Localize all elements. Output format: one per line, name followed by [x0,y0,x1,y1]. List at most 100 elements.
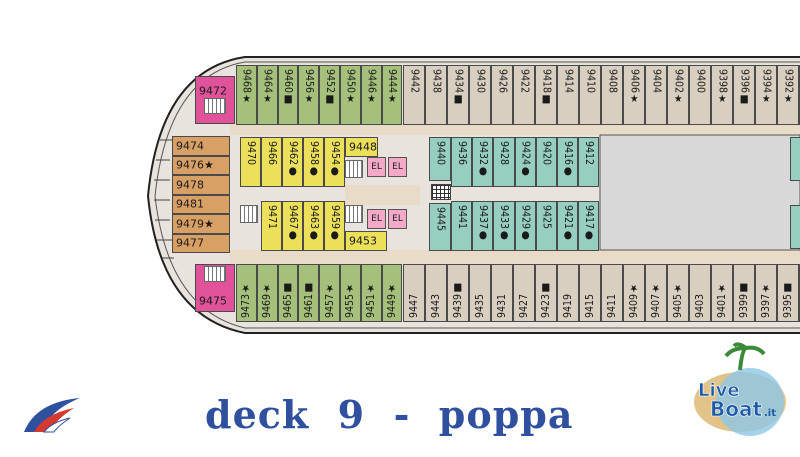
cabin-bottom-tan: 9427 [513,264,535,322]
cabin-inner-yellow: 9454● [324,137,345,187]
cabin-inner-yellow: 9463● [303,201,324,251]
cabin-aft-orange: 9474 [172,136,230,156]
watermark-live: Live [698,380,740,401]
cabin-top-tan: 9398★ [711,65,733,125]
cabin-number: 9461■ [302,281,315,318]
cabin-number: 9453 [349,234,377,248]
cabin-top-tan: 9442 [403,65,425,125]
cabin-inner-yellow: 9470 [240,137,261,187]
cabin-top-green: 9468★ [236,65,257,125]
cabin-number: 9433● [498,205,511,242]
cabin-teal: 9416● [557,137,579,187]
cabin-teal-partial [790,137,800,181]
cabin-bottom-green: 9451★ [360,264,382,322]
cabin-number: 9439■ [451,281,464,318]
cabin-bottom-tan: 9399■ [733,264,755,322]
cabin-top-tan: 9396■ [733,65,755,125]
cabin-top-tan: 9402★ [667,65,689,125]
cabin-number: 9426 [496,69,509,94]
stair-icon [345,160,363,178]
cabin-number: 9435 [473,293,486,318]
cabin-number: 9442 [408,69,421,94]
cabin-number: 9449★ [385,281,398,318]
cabin-number: 9481 [176,197,204,211]
cabin-number: 9397★ [759,281,772,318]
cabin-number: 9395■ [781,281,794,318]
cabin-number: 9452■ [323,69,336,106]
cabin-bottom-tan: 9439■ [447,264,469,322]
cabin-number: 9411 [605,293,618,318]
cabin-bottom-green: 9455★ [340,264,361,322]
cabin-number: 9407★ [649,281,662,318]
cabin-teal: 9440 [429,137,451,181]
cabin-bottom-tan: 9407★ [645,264,667,322]
cabin-top-tan: 9414 [557,65,579,125]
cabin-inner-yellow: 9453 [345,231,387,251]
cabin-bottom-tan: 9431 [491,264,513,322]
cabin-teal: 9421● [557,201,579,251]
cabin-number: 9428 [498,141,511,166]
cabin-number: 9417● [583,205,596,242]
cabin-number: 9444★ [386,69,399,106]
cabin-number: 9458● [307,141,320,178]
cabin-inner-yellow: 9448 [345,137,378,157]
cabin-number: 9422 [518,69,531,94]
cabin-bottom-tan: 9405★ [667,264,689,322]
cabin-number: 9414 [562,69,575,94]
cabin-number: 9466 [265,141,278,166]
cabin-number: 9409★ [627,281,640,318]
cabin-top-tan: 9422 [513,65,535,125]
cabin-top-tan: 9406★ [623,65,645,125]
cabin-number: 9404 [650,69,663,94]
cabin-number: 9405★ [671,281,684,318]
stair-icon [431,184,451,200]
cabin-number: 9467● [286,205,299,242]
cabin-number: 9419 [561,293,574,318]
cabin-number: 9468★ [240,69,253,106]
cabin-number: 9450★ [344,69,357,106]
cabin-teal: 9428 [493,137,515,187]
cabin-bottom-tan: 9409★ [623,264,645,322]
cabin-inner-yellow: 9467● [282,201,303,251]
cabin-teal: 9425 [535,201,557,251]
cabin-top-tan: 9438 [425,65,447,125]
cabin-bottom-tan: 9443 [425,264,447,322]
cabin-bottom-green: 9473★ [236,264,257,322]
stair-icon [204,98,226,114]
cabin-number: 9447 [407,293,420,318]
cabin-number: 9408 [606,69,619,94]
watermark-suffix: .it [764,408,776,419]
cabin-bottom-green: 9461■ [298,264,320,322]
cabin-number: 9445 [434,207,447,232]
cabin-teal: 9436 [451,137,473,187]
cabin-inner-yellow: 9458● [303,137,324,187]
cabin-number: 9478 [176,178,204,192]
cabin-pink-top: 9472 [195,76,235,124]
lift-icon: EL [388,157,407,177]
cabin-top-green: 9464★ [256,65,278,125]
cabin-bottom-tan: 9415 [579,264,601,322]
cabin-number: 9472 [199,84,227,98]
stair-icon [345,205,363,223]
cabin-number: 9454● [328,141,341,178]
cabin-number: 9431 [495,293,508,318]
cabin-top-green: 9446★ [360,65,382,125]
cabin-bottom-tan: 9403 [689,264,711,322]
cabin-teal: 9429● [514,201,536,251]
cabin-number: 9420 [540,141,553,166]
cabin-number: 9451★ [364,281,377,318]
cabin-teal: 9432● [472,137,494,187]
cabin-top-tan: 9392★ [777,65,799,125]
cabin-bottom-green: 9457★ [319,264,340,322]
deck-title: deck 9 - poppa [205,392,574,437]
cabin-top-tan: 9434■ [447,65,469,125]
cabin-bottom-tan: 9397★ [755,264,777,322]
cabin-top-tan: 9400 [689,65,711,125]
cabin-bottom-tan: 9395■ [777,264,799,322]
cabin-bottom-green: 9465■ [277,264,299,322]
cabin-teal: 9445 [429,203,451,251]
cabin-number: 9470 [244,141,257,166]
cabin-number: 9406★ [628,69,641,106]
cabin-top-tan: 9404 [645,65,667,125]
